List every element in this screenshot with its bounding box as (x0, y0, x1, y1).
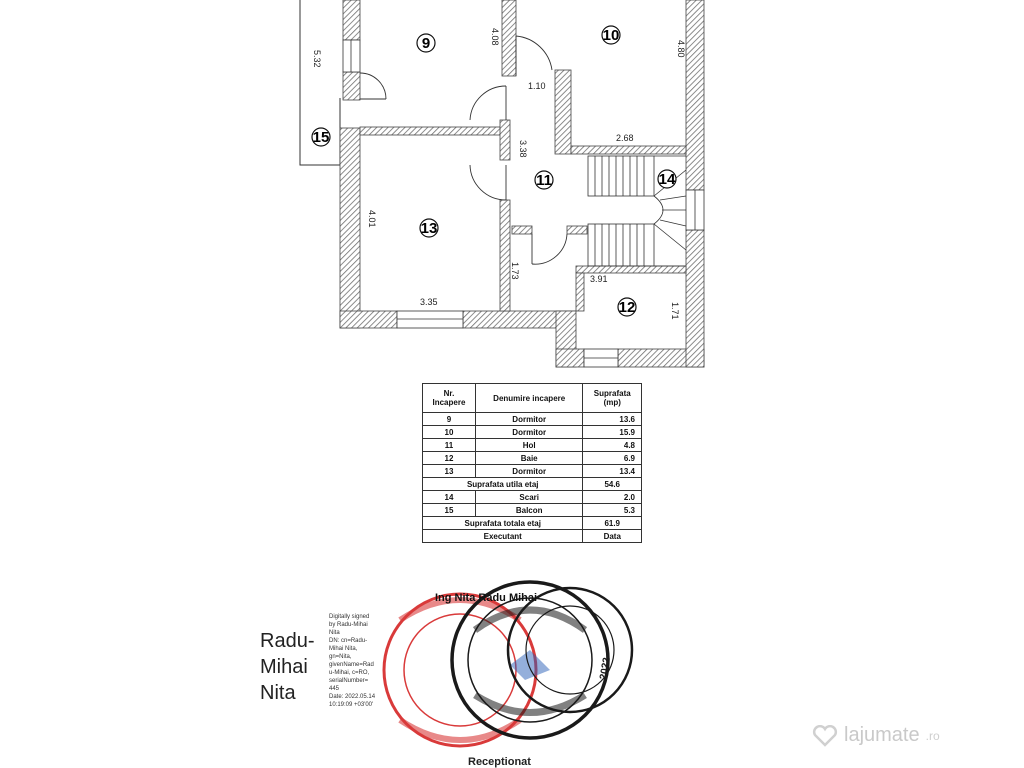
svg-text:14: 14 (659, 171, 676, 188)
reception-label: Receptionat (468, 756, 531, 768)
dim-5-32: 5.32 (312, 50, 322, 68)
svg-text:10: 10 (603, 27, 620, 44)
svg-text:9: 9 (422, 35, 430, 52)
room-area-table: Nr.Incapere Denumire incapere Suprafata(… (421, 383, 642, 543)
watermark-tld: .ro (925, 728, 940, 743)
room-labels: 9 10 11 12 13 14 15 (311, 25, 677, 317)
dim-1-73: 1.73 (510, 262, 520, 280)
header-name: Denumire incapere (474, 383, 584, 413)
dim-4-01: 4.01 (367, 210, 377, 228)
floor-plan: 9 10 11 12 13 14 15 5.32 4.08 1.10 4.80 … (299, 0, 705, 368)
room-label-10: 10 (601, 25, 621, 45)
room-label-13: 13 (419, 218, 439, 238)
header-area: Suprafata(mp) (582, 383, 642, 413)
room-label-15: 15 (311, 127, 331, 147)
table-header: Nr.Incapere Denumire incapere Suprafata(… (422, 383, 642, 413)
doors (359, 35, 568, 265)
dim-2-68: 2.68 (616, 133, 634, 143)
heart-icon (812, 724, 838, 747)
svg-text:11: 11 (536, 172, 552, 189)
watermark-brand: lajumate (844, 724, 920, 746)
dimension-labels: 5.32 4.08 1.10 4.80 2.68 3.38 4.01 1.73 … (312, 28, 686, 320)
room-label-14: 14 (657, 169, 677, 189)
svg-text:12: 12 (619, 299, 636, 316)
engineer-name: Ing Nita Radu Mihai (435, 592, 538, 604)
svg-text:2022: 2022 (598, 656, 613, 680)
black-authorization-stamp (450, 580, 610, 740)
dim-3-91: 3.91 (590, 274, 608, 284)
dim-1-71: 1.71 (670, 302, 680, 320)
room-label-12: 12 (617, 297, 637, 317)
walls (339, 0, 705, 368)
dim-4-08: 4.08 (490, 28, 500, 46)
round-engineer-stamp: 2022 (506, 586, 634, 714)
watermark: lajumate .ro (812, 724, 940, 747)
stamps: 2022 (382, 580, 634, 748)
svg-text:15: 15 (313, 129, 330, 146)
stairs (587, 155, 687, 267)
dim-3-38: 3.38 (518, 140, 528, 158)
svg-text:13: 13 (421, 220, 438, 237)
dim-3-35: 3.35 (420, 297, 438, 307)
header-nr: Nr.Incapere (422, 383, 476, 413)
signer-name: Radu- Mihai Nita (260, 630, 315, 704)
dim-1-10: 1.10 (528, 81, 546, 91)
room-label-11: 11 (534, 170, 554, 190)
red-company-stamp (382, 592, 538, 748)
room-label-9: 9 (416, 33, 436, 53)
dim-4-80: 4.80 (676, 40, 686, 58)
